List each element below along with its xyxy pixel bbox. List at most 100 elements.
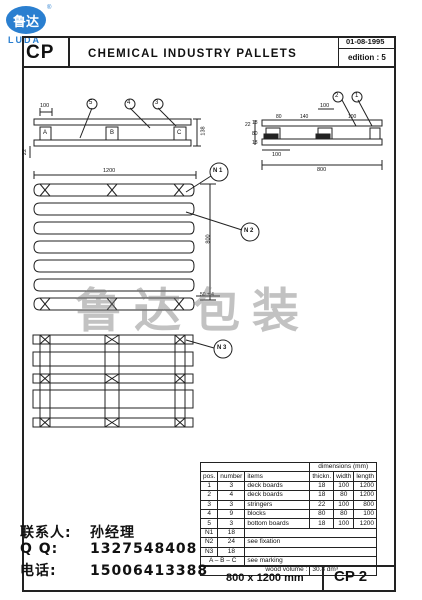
table-row: 3 3 stringers 22 100 800: [199, 499, 378, 510]
callout-3: 3: [155, 100, 159, 106]
cell-width: 100: [333, 518, 355, 529]
header-divider: [22, 66, 396, 68]
cell-number: 3: [217, 499, 246, 510]
cell-item: deck boards: [244, 480, 311, 492]
registered-mark: ®: [47, 5, 52, 11]
cell-width: 80: [333, 508, 355, 520]
marking-b: B: [110, 130, 115, 136]
note-n3: N 3: [217, 345, 227, 351]
note-n1: N 1: [213, 168, 223, 174]
dim-end-18b: 18: [252, 140, 258, 146]
note-code: N1: [199, 527, 219, 539]
cell-thickness: 18: [309, 490, 335, 501]
side-view: [29, 98, 201, 158]
dim-end-bottom-100: 100: [272, 152, 282, 158]
note-code: N2: [199, 537, 219, 548]
logo-bubble: [6, 6, 46, 34]
cell-length: 100: [353, 508, 378, 520]
note-text: [244, 546, 378, 557]
col-thickness: thickn.: [309, 471, 335, 482]
cell-number: 4: [217, 490, 246, 501]
cell-thickness: 18: [309, 518, 335, 529]
sheet-title: CHEMICAL INDUSTRY PALLETS: [88, 48, 298, 60]
contact-phone: 电话:15006413388: [20, 560, 208, 580]
dim-end-80b: 80: [252, 131, 258, 137]
contact-person-value: 孙经理: [90, 525, 135, 541]
footer-divider: [200, 565, 396, 567]
parts-table: dimensions (mm) pos. number items thickn…: [199, 461, 378, 576]
cell-length: 1200: [353, 490, 378, 501]
cell-thickness: 80: [309, 508, 335, 520]
watermark: 鲁达包装: [75, 284, 311, 339]
cell-length: 1200: [353, 518, 378, 529]
contact-person-label: 联系人:: [20, 525, 72, 541]
date-box-line: [338, 48, 396, 49]
cell-width: 80: [333, 490, 355, 501]
col-width: width: [333, 471, 355, 482]
note-value: 18: [217, 527, 246, 539]
table-header-cols: pos. number items thickn. width length: [199, 471, 378, 482]
contact-phone-label: 电话:: [20, 563, 57, 579]
cell-item: blocks: [244, 508, 311, 520]
col-length: length: [353, 471, 378, 482]
cell-thickness: 18: [309, 480, 335, 492]
dim-side-height: 138: [200, 126, 207, 136]
cell-length: 800: [353, 499, 378, 510]
plan-view: [33, 162, 260, 311]
dim-end-22: 22: [245, 122, 251, 128]
drawing-sheet: [22, 36, 396, 592]
dim-end-18a: 18: [252, 120, 258, 126]
contact-qq-value: 1327548408: [90, 541, 198, 557]
note-code: N3: [199, 546, 219, 557]
dim-end-140: 140: [300, 114, 309, 120]
table-row: 5 3 bottom boards 18 100 1200: [199, 518, 378, 529]
cell-number: 9: [217, 508, 246, 520]
dim-plan-800: 800: [205, 234, 212, 244]
cell-length: 1200: [353, 480, 378, 492]
callout-2: 2: [335, 93, 339, 99]
sheet-edition: edition : 5: [348, 53, 386, 62]
cell-width: 100: [333, 499, 355, 510]
cell-width: 100: [333, 480, 355, 492]
pallet-size: 800 x 1200 mm: [226, 572, 304, 584]
col-pos: pos.: [199, 471, 219, 482]
contact-person: 联系人: 孙经理: [20, 522, 135, 542]
note-row: N2 24 see fixation: [199, 537, 378, 548]
date-box-divider: [338, 38, 339, 66]
callout-1: 1: [355, 93, 359, 99]
callout-4: 4: [127, 100, 131, 106]
dim-plan-offset: 50 ± 4: [200, 292, 214, 298]
cell-pos: 2: [199, 490, 219, 501]
sheet-number: CP 2: [334, 568, 368, 585]
cell-item: stringers: [244, 499, 311, 510]
table-row: 4 9 blocks 80 80 100: [199, 508, 378, 520]
col-items: items: [244, 471, 311, 482]
dim-end-100: 100: [320, 103, 330, 109]
cell-pos: 1: [199, 480, 219, 492]
callout-5: 5: [89, 100, 93, 106]
table-row: 2 4 deck boards 18 80 1200: [199, 490, 378, 501]
col-number: number: [217, 471, 246, 482]
footer-separator: [322, 565, 324, 592]
cell-pos: 4: [199, 508, 219, 520]
note-text: [244, 527, 378, 539]
note-n2: N 2: [244, 228, 254, 234]
note-text: see fixation: [244, 537, 378, 548]
dim-end-800: 800: [317, 167, 327, 173]
sheet-code: CP: [26, 42, 55, 63]
contact-qq: Q Q:1327548408: [20, 541, 197, 557]
dim-end-80: 80: [276, 114, 282, 120]
note-value: 18: [217, 546, 246, 557]
dimensions-header: dimensions (mm): [309, 461, 378, 473]
bottom-view: [32, 334, 233, 428]
logo-text: 鲁达: [13, 14, 40, 29]
cell-number: 3: [217, 480, 246, 492]
dim-end-100b: 100: [348, 114, 357, 120]
table-row: 1 3 deck boards 18 100 1200: [199, 480, 378, 492]
note-value: 24: [217, 537, 246, 548]
dim-side-100: 100: [40, 103, 50, 109]
note-row: N1 18: [199, 527, 378, 539]
sheet-date: 01-08-1995: [346, 37, 385, 46]
table-header-dim: dimensions (mm): [199, 461, 378, 473]
